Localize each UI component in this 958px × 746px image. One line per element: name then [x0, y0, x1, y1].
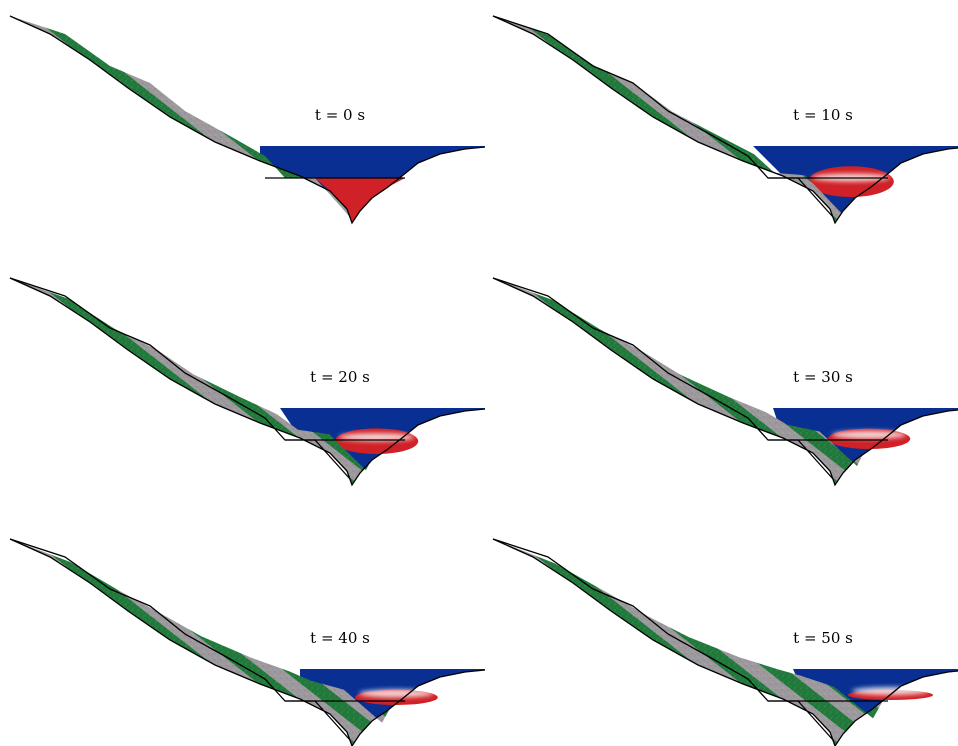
time-label: t = 50 s — [793, 629, 853, 647]
red-material — [335, 428, 419, 454]
bed-profile — [9, 15, 486, 225]
bed-profile — [9, 538, 486, 746]
sim-panel: t = 40 s — [9, 538, 486, 746]
red-edge-glow — [359, 689, 434, 698]
time-label: t = 20 s — [310, 368, 370, 386]
slide-mass-texture — [10, 278, 370, 485]
slide-mass-texture — [493, 16, 843, 223]
sim-panel: t = 10 s — [492, 15, 958, 225]
sim-panel: t = 30 s — [492, 277, 958, 487]
sim-panel: t = 0 s — [9, 15, 486, 225]
time-label: t = 0 s — [315, 106, 365, 124]
bed-profile — [492, 538, 958, 746]
red-material — [315, 178, 405, 223]
bed-profile — [492, 277, 958, 487]
slide-mass-texture — [10, 16, 350, 218]
bed-profile — [492, 15, 958, 225]
time-label: t = 30 s — [793, 368, 853, 386]
red-edge-glow — [852, 687, 929, 695]
sim-panel: t = 50 s — [492, 538, 958, 746]
time-label: t = 40 s — [310, 629, 370, 647]
sim-panel: t = 20 s — [9, 277, 486, 487]
red-edge-glow — [339, 433, 415, 442]
red-edge-glow — [832, 430, 907, 439]
bed-profile — [9, 277, 486, 487]
time-label: t = 10 s — [793, 106, 853, 124]
slide-mass-texture — [493, 539, 883, 746]
